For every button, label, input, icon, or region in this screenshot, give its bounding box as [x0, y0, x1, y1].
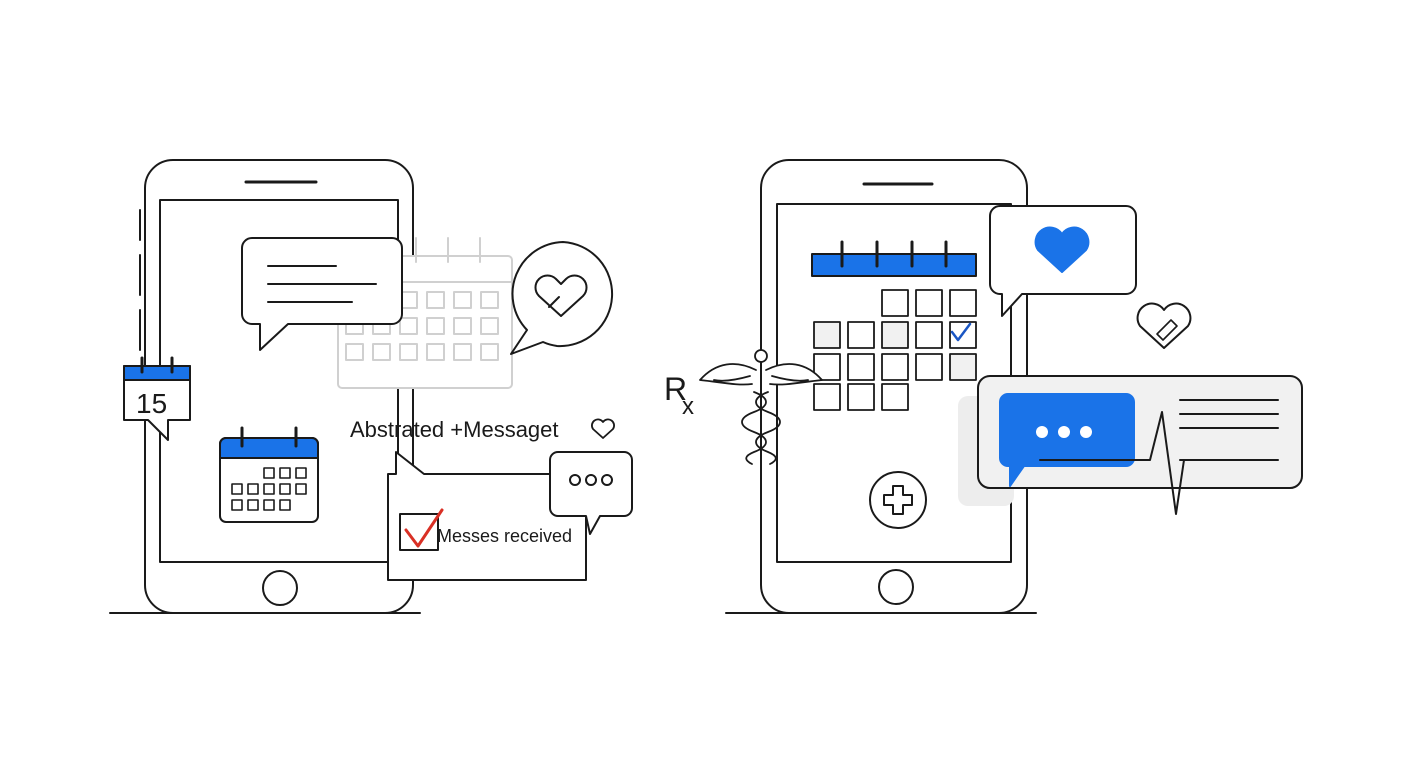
calendar-cell	[881, 321, 909, 349]
date-badge: 15	[123, 356, 191, 441]
ellipsis-icon	[569, 474, 613, 486]
faded-calendar-cell	[480, 291, 499, 309]
calendar-grid	[811, 240, 977, 411]
calendar-cell	[813, 321, 841, 349]
calendar-cell	[263, 499, 275, 511]
calendar-icon	[219, 426, 319, 523]
calendar-cell	[881, 289, 909, 317]
medical-cross-button[interactable]	[869, 471, 927, 529]
calendar-cell	[915, 353, 943, 381]
calendar-cell	[847, 353, 875, 381]
date-badge-day: 15	[136, 388, 167, 419]
calendar-cell	[279, 499, 291, 511]
medical-cross-icon	[883, 485, 913, 515]
status-card-text: Messes received	[437, 526, 572, 546]
faded-calendar-cell	[453, 291, 472, 309]
calendar-cell	[263, 483, 275, 495]
caduceus-icon	[699, 349, 823, 479]
faded-calendar-cell	[453, 317, 472, 335]
calendar-cell	[231, 483, 243, 495]
rx-letter: R	[664, 371, 687, 407]
calendar-cell	[847, 383, 875, 411]
faded-calendar-cell	[426, 317, 445, 335]
status-card: Messes received	[387, 451, 587, 581]
heart-outline-icon	[591, 418, 615, 439]
faded-calendar-cell	[426, 291, 445, 309]
left-scene: 15 Abstrated +Messaget Messes received	[109, 159, 633, 614]
ellipsis-icon	[1036, 426, 1092, 438]
calendar-cell	[231, 499, 243, 511]
headline-text: Abstrated +Messaget	[350, 417, 559, 442]
calendar-cell	[279, 483, 291, 495]
rx-subscript: x	[682, 393, 694, 420]
calendar-cell	[915, 289, 943, 317]
calendar-cell	[295, 483, 307, 495]
chat-bubble-icon	[241, 237, 403, 351]
calendar-rings	[840, 240, 948, 268]
phone-home-button[interactable]	[262, 570, 298, 606]
checkbox-icon	[399, 508, 444, 551]
faded-calendar-cell	[345, 343, 364, 361]
calendar-cell	[279, 467, 291, 479]
calendar-check-icon	[950, 322, 972, 342]
date-badge-header	[123, 365, 191, 381]
calendar-cell	[247, 483, 259, 495]
calendar-cell	[949, 353, 977, 381]
rx-symbol: R x	[664, 371, 694, 420]
heart-bubble	[510, 241, 614, 355]
calendar-cell	[295, 467, 307, 479]
heart-filled-icon	[1034, 226, 1090, 273]
heartbeat-line-icon	[1039, 411, 1201, 515]
calendar-cell	[881, 383, 909, 411]
typing-bubble	[549, 451, 633, 535]
calendar-cell	[263, 467, 275, 479]
right-scene: R x	[664, 159, 1303, 614]
calendar-cell	[247, 499, 259, 511]
calendar-cell	[915, 321, 943, 349]
faded-calendar-cell	[399, 343, 418, 361]
faded-calendar-cell	[480, 343, 499, 361]
faded-calendar-cell	[426, 343, 445, 361]
calendar-header-bar	[811, 253, 977, 277]
faded-calendar-cell	[480, 317, 499, 335]
faded-calendar-cell	[453, 343, 472, 361]
heart-check-icon	[534, 274, 588, 317]
calendar-cell	[881, 353, 909, 381]
calendar-cell	[813, 383, 841, 411]
chat-bubble-icon	[999, 393, 1135, 487]
checkmark-icon	[404, 508, 444, 548]
heart-bandage-icon	[1136, 302, 1192, 349]
faded-calendar-cell	[372, 343, 391, 361]
calendar-cell	[847, 321, 875, 349]
message-panel	[958, 375, 1303, 515]
calendar-cell	[949, 289, 977, 317]
phone-home-button[interactable]	[878, 569, 914, 605]
faded-calendar-cell	[399, 317, 418, 335]
heart-bubble	[989, 205, 1137, 317]
